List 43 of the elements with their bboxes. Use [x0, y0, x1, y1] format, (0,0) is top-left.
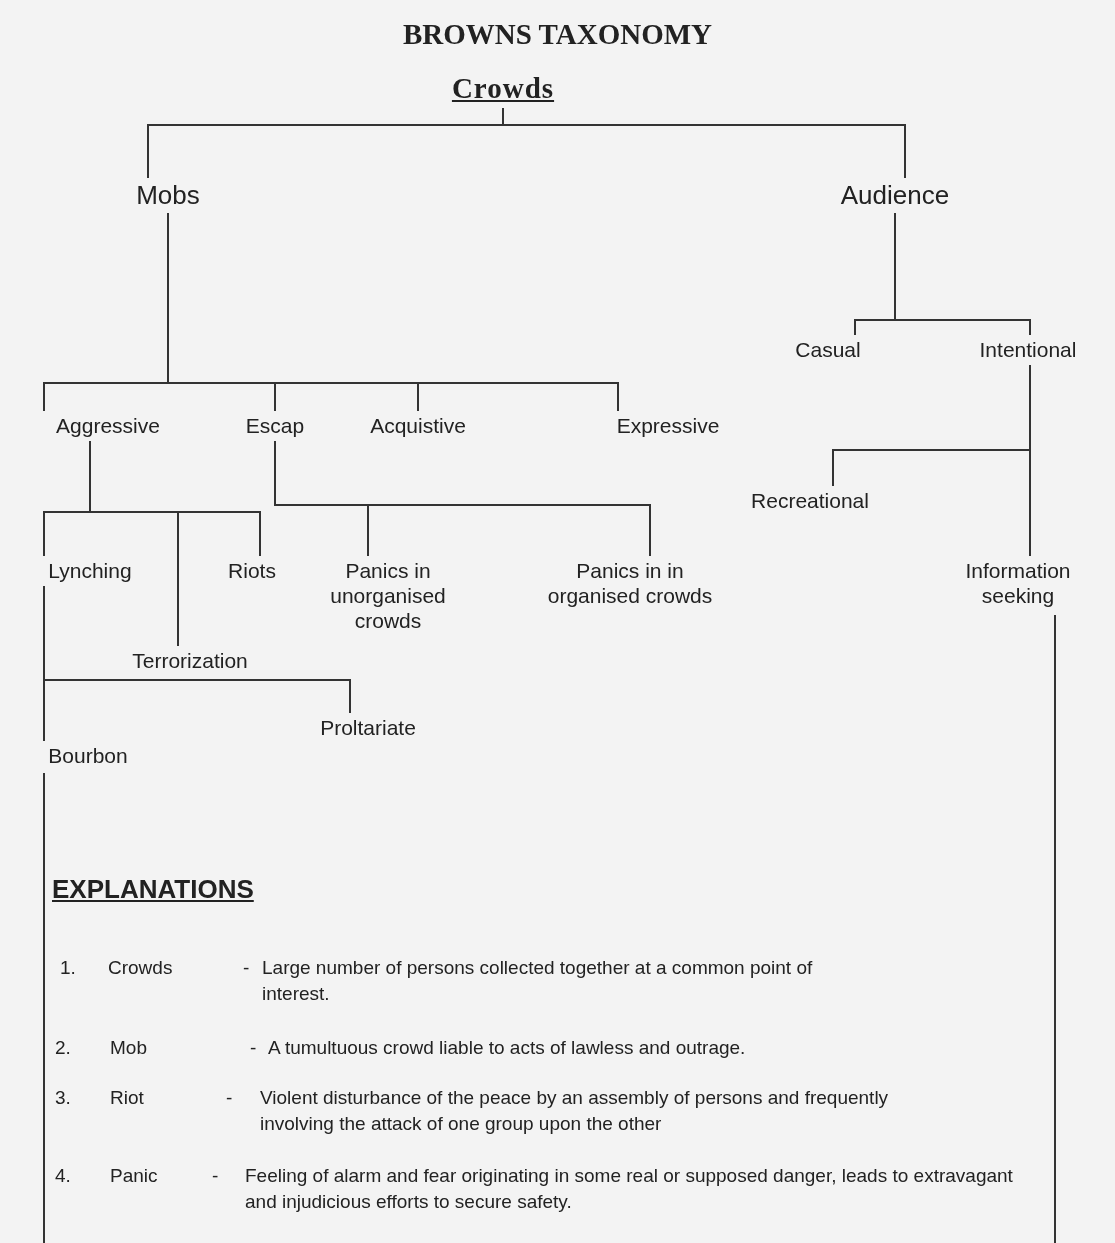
category-label: Mobs [136, 180, 200, 210]
dash: - [212, 1165, 219, 1186]
category-label: Aggressive [56, 413, 160, 438]
item-number: 3. [55, 1087, 71, 1108]
category-label: Riots [228, 558, 276, 583]
tree-connector [43, 585, 45, 742]
dash: - [243, 957, 250, 978]
category-label: Expressive [616, 413, 720, 438]
dash: - [226, 1087, 233, 1108]
category-label: Casual [795, 337, 861, 362]
category-label: Proltariate [320, 715, 416, 740]
tree-connector [274, 440, 651, 557]
category-label: Crowds [451, 72, 555, 105]
definition: Feeling of alarm and fear originating in some real or supposed danger, leads to extravagant and injudicious efforts to secure safety. [245, 1165, 1013, 1212]
item-number: 4. [55, 1165, 71, 1186]
category-label: Information seeking [964, 558, 1072, 608]
term: Crowds [108, 957, 173, 978]
category-label: Intentional [979, 337, 1077, 362]
category-label: Panics in unorganised crowds [329, 558, 447, 633]
section-heading: EXPLANATIONS [52, 874, 254, 904]
definition: Violent disturbance of the peace by an assembly of persons and frequently involving the attack of one group upon the other [260, 1087, 889, 1134]
category-label: Panics in in organised crowds [546, 558, 714, 608]
item-number: 2. [55, 1037, 71, 1058]
tree-connector [167, 212, 619, 412]
definition: Large number of persons collected together at a common point of interest. [262, 957, 813, 1004]
category-label: Escap [245, 413, 305, 438]
category-label: Audience [840, 180, 950, 210]
dash: - [250, 1037, 257, 1058]
tree-connector [894, 212, 1031, 336]
term: Panic [110, 1165, 158, 1186]
category-label: Lynching [48, 558, 132, 583]
definition: A tumultuous crowd liable to acts of lawless and outrage. [268, 1037, 746, 1058]
category-label: Recreational [751, 488, 869, 513]
diagram-title: BROWNS TAXONOMY [402, 18, 713, 50]
item-number: 1. [60, 957, 76, 978]
tree-connector [1029, 364, 1031, 557]
term: Riot [110, 1087, 144, 1108]
category-label: Terrorization [132, 648, 248, 673]
term: Mob [110, 1037, 147, 1058]
category-label: Bourbon [48, 743, 128, 768]
tree-connector [502, 107, 906, 179]
category-label: Acquistive [370, 413, 466, 438]
tree-connector [89, 440, 261, 557]
